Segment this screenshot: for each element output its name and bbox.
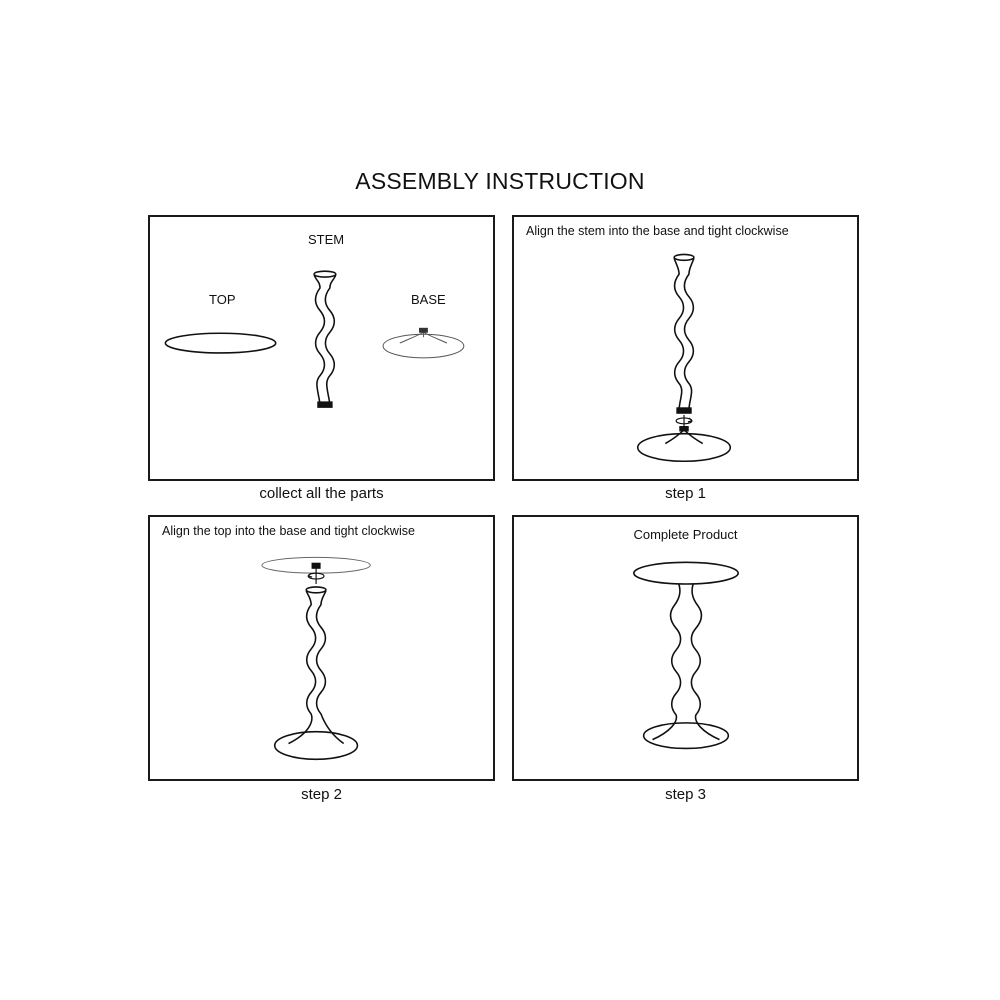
step-2-illustration (261, 556, 371, 761)
top-label: TOP (209, 292, 236, 307)
base-part (636, 426, 732, 463)
rotate-arrow-icon (675, 414, 693, 427)
stem-part (288, 586, 345, 745)
base-part (273, 730, 359, 761)
rotate-arrow-icon (307, 562, 325, 584)
panel-parts-caption: collect all the parts (259, 485, 384, 502)
stem-part (313, 270, 337, 408)
base-part (642, 722, 730, 750)
step-1-caption: step 1 (665, 485, 706, 502)
stem-part (652, 579, 720, 741)
base-label: BASE (411, 292, 446, 307)
panel-complete: Complete Product (512, 515, 859, 781)
complete-product-illustration (633, 561, 739, 750)
panel-step-1: Align the stem into the base and tight c… (512, 215, 859, 481)
base-part (382, 327, 465, 359)
top-part (633, 561, 739, 585)
stem-part (673, 253, 695, 414)
step-3-caption: step 3 (665, 786, 706, 803)
panel-parts: STEM TOP BASE (148, 215, 495, 481)
stem-label: STEM (308, 232, 345, 247)
complete-product-heading: Complete Product (633, 527, 738, 542)
step-1-instruction: Align the stem into the base and tight c… (526, 224, 789, 238)
top-part (164, 332, 277, 354)
step-1-illustration (636, 253, 732, 463)
parts-illustration (164, 270, 465, 408)
step-2-instruction: Align the top into the base and tight cl… (162, 524, 415, 538)
page-title: ASSEMBLY INSTRUCTION (355, 168, 645, 194)
panel-step-2: Align the top into the base and tight cl… (148, 515, 495, 781)
step-2-caption: step 2 (301, 786, 342, 803)
